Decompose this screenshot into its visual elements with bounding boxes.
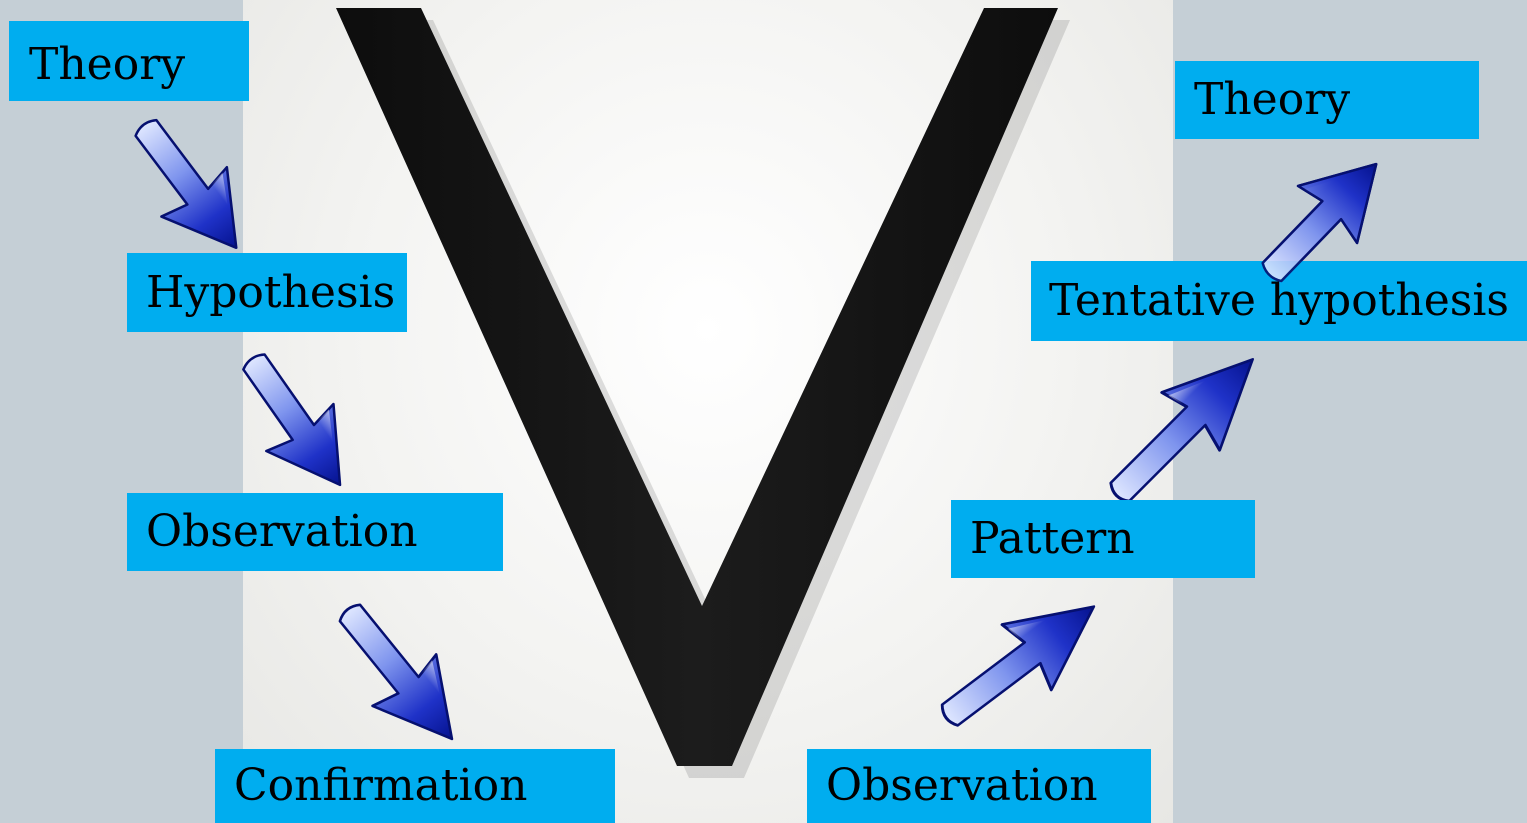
label-confirmation: Confirmation	[215, 749, 615, 823]
label-observation-left: Observation	[127, 493, 503, 571]
label-pattern: Pattern	[951, 500, 1255, 578]
arrow-down-right-icon	[109, 98, 271, 274]
letter-v	[336, 8, 1058, 766]
label-observation-right: Observation	[807, 749, 1151, 823]
label-tentative-hypothesis: Tentative hypothesis	[1031, 261, 1527, 341]
arrow-down-right-icon	[216, 333, 375, 510]
arrow-up-right-icon	[1086, 329, 1283, 526]
label-theory-right: Theory	[1175, 61, 1479, 139]
label-hypothesis: Hypothesis	[127, 253, 407, 332]
arrow-up-right-icon	[920, 572, 1120, 753]
arrow-down-right-icon	[314, 582, 486, 767]
label-theory-left: Theory	[9, 21, 249, 101]
